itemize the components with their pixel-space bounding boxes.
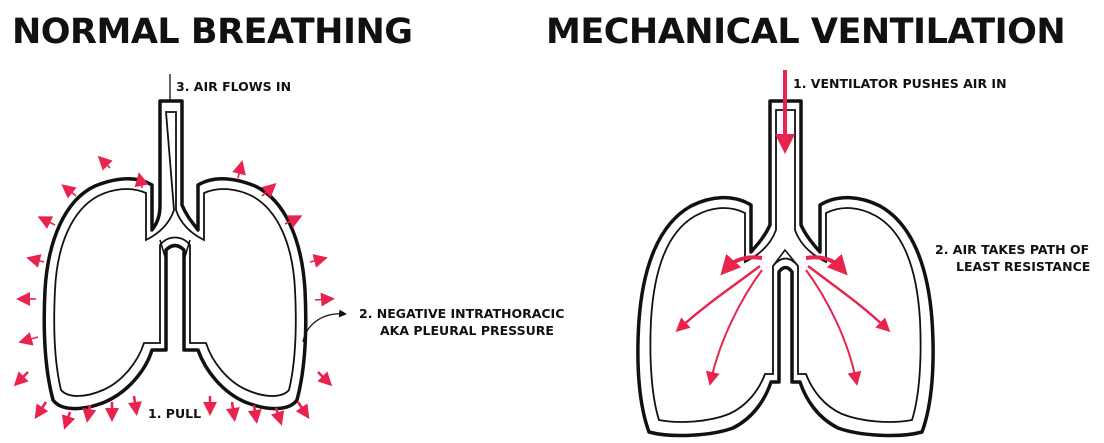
label-pull: 1. PULL: [148, 406, 201, 421]
label-ventilator-pushes-air: 1. VENTILATOR PUSHES AIR IN: [793, 76, 1007, 91]
pressure-leader: [303, 314, 345, 342]
panel-normal-breathing: NORMAL BREATHING 3. AIR FLOWS IN: [12, 12, 564, 424]
panel-mechanical-ventilation: MECHANICAL VENTILATION 1. VENTILATOR PUS…: [546, 12, 1090, 435]
lungs-inner-left: [54, 112, 296, 396]
label-negative-intrathoracic: 2. NEGATIVE INTRATHORACIC: [359, 306, 564, 321]
label-least-resistance: LEAST RESISTANCE: [956, 259, 1090, 274]
label-air-takes-path: 2. AIR TAKES PATH OF: [935, 242, 1089, 257]
label-air-flows-in: 3. AIR FLOWS IN: [176, 79, 291, 94]
title-normal-breathing: NORMAL BREATHING: [12, 12, 413, 52]
label-pleural-pressure: AKA PLEURAL PRESSURE: [380, 323, 554, 338]
title-mechanical-ventilation: MECHANICAL VENTILATION: [546, 12, 1065, 52]
